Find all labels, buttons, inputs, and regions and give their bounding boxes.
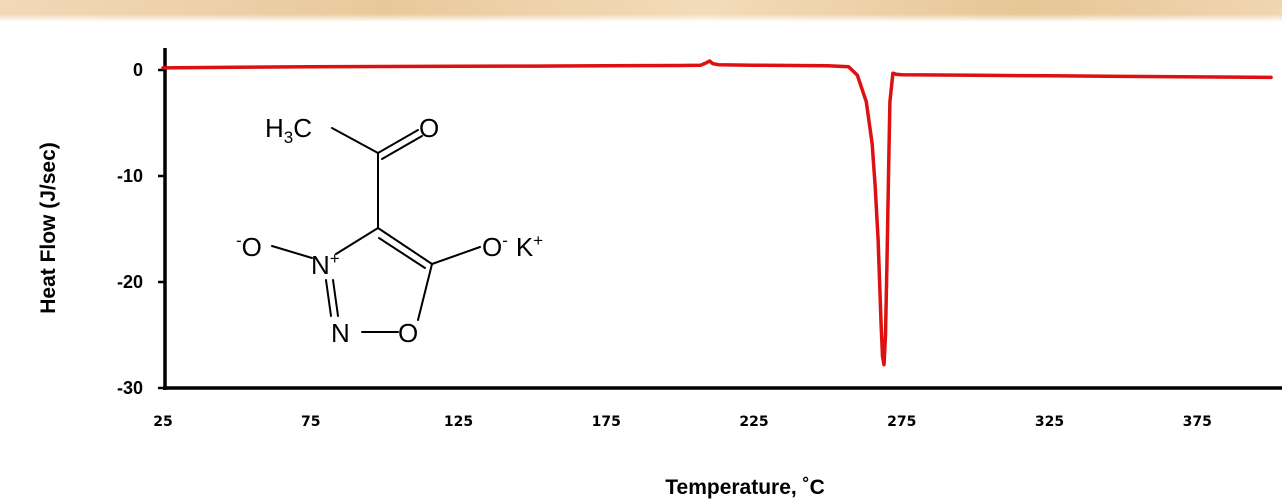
bond-c-o-ring [417, 263, 433, 321]
o-minus-sign-right: - [502, 231, 508, 250]
y-tick-label: -30 [117, 378, 143, 398]
carbonyl-o-label: O [419, 113, 439, 143]
n-plus-sign: + [330, 249, 340, 268]
x-tick-label: 125 [444, 414, 473, 430]
x-tick-label: 175 [592, 414, 621, 430]
c-label: C [293, 113, 312, 143]
x-ticks: 25 75 125 175 225 275 325 375 [153, 414, 1212, 430]
y-axis-title: Heat Flow (J/sec) [37, 142, 60, 314]
x-tick-label: 75 [301, 414, 320, 430]
n-ring-label: N [331, 318, 350, 348]
svg-text:-O: -O [236, 231, 262, 262]
heat-flow-line [161, 59, 1273, 367]
bond-c-o-double-a [377, 129, 419, 154]
k-label: K [516, 232, 534, 262]
o-ring-label: O [398, 318, 418, 348]
x-tick-label: 25 [153, 414, 172, 430]
n-plus-label: N [311, 250, 330, 280]
h-label: H [265, 113, 284, 143]
molecule-structure: H3C O -O N+ N O O-K+ [236, 113, 543, 348]
bond-n-n-double-a [325, 279, 332, 317]
o-minus-left-label: O [242, 232, 262, 262]
decorative-banner [0, 0, 1282, 22]
x-axis-title: Temperature, ˚C [665, 476, 824, 499]
bond-c-o-minus [431, 246, 481, 265]
x-tick-label: 325 [1035, 414, 1064, 430]
y-tick-label: -10 [117, 166, 143, 186]
y-tick-label: 0 [133, 60, 143, 80]
x-tick-label: 375 [1183, 414, 1212, 430]
svg-text:N+: N+ [311, 249, 340, 280]
k-plus-sign: + [533, 231, 543, 250]
bond-ring-c-c-b [378, 237, 426, 269]
bond-ring-c-c-a [377, 227, 433, 265]
bond-ch3-c [331, 127, 379, 154]
x-tick-label: 225 [739, 414, 768, 430]
svg-text:O-K+: O-K+ [482, 231, 543, 262]
h-subscript: 3 [284, 128, 293, 147]
svg-text:H3C: H3C [265, 113, 312, 147]
bond-ring-c-n [335, 227, 379, 255]
y-tick-label: -20 [117, 272, 143, 292]
o-minus-right-label: O [482, 232, 502, 262]
y-ticks: 0 -10 -20 -30 [117, 60, 165, 398]
bond-n-n-double-b [332, 279, 339, 317]
bond-o-minus-n [271, 245, 313, 259]
bond-c-o-double-b [381, 135, 423, 160]
x-tick-label: 275 [887, 414, 916, 430]
o-minus-sign-left: - [236, 231, 242, 250]
